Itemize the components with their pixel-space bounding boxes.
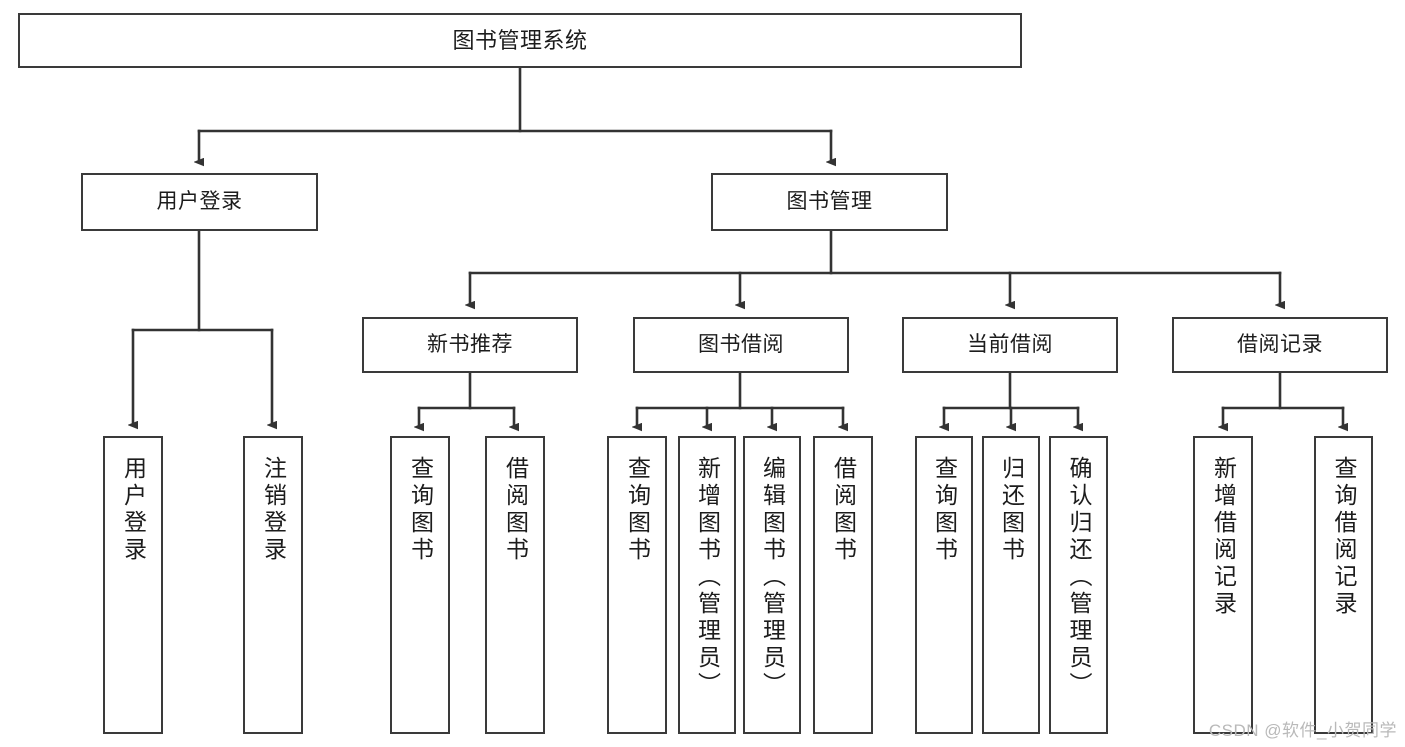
node-book-manage[interactable]: 图书管理 <box>711 173 948 231</box>
node-label: 图书借阅 <box>698 332 784 356</box>
node-new-book-rec[interactable]: 新书推荐 <box>362 317 578 373</box>
leaf-user-login[interactable]: 用户登录 <box>103 436 163 734</box>
leaf-borrow-book-recommend[interactable]: 借阅图书 <box>485 436 545 734</box>
node-root-system[interactable]: 图书管理系统 <box>18 13 1022 68</box>
leaf-borrow-book-borrow[interactable]: 借阅图书 <box>813 436 873 734</box>
node-label: 查询图书 <box>407 456 434 564</box>
leaf-query-book-current[interactable]: 查询图书 <box>915 436 973 734</box>
node-label: 借阅图书 <box>830 456 857 564</box>
node-label: 查询借阅记录 <box>1331 456 1357 618</box>
node-label: 借阅记录 <box>1237 332 1323 356</box>
leaf-logout[interactable]: 注销登录 <box>243 436 303 734</box>
leaf-add-book-admin[interactable]: 新增图书（管理员） <box>678 436 736 734</box>
node-borrow-record[interactable]: 借阅记录 <box>1172 317 1388 373</box>
csdn-watermark: CSDN @软件_小贺同学 <box>1208 721 1397 740</box>
node-book-borrow[interactable]: 图书借阅 <box>633 317 849 373</box>
node-label: 归还图书 <box>998 456 1025 564</box>
node-label: 确认归还（管理员） <box>1066 456 1092 699</box>
node-current-borrow[interactable]: 当前借阅 <box>902 317 1118 373</box>
leaf-query-borrow-record[interactable]: 查询借阅记录 <box>1314 436 1373 734</box>
leaf-return-book[interactable]: 归还图书 <box>982 436 1040 734</box>
leaf-query-book-borrow[interactable]: 查询图书 <box>607 436 667 734</box>
node-user-login[interactable]: 用户登录 <box>81 173 318 231</box>
leaf-edit-book-admin[interactable]: 编辑图书（管理员） <box>743 436 801 734</box>
node-label: 查询图书 <box>931 456 958 564</box>
node-label: 用户登录 <box>156 189 243 213</box>
leaf-confirm-return-admin[interactable]: 确认归还（管理员） <box>1049 436 1108 734</box>
node-label: 新增图书（管理员） <box>694 456 721 699</box>
leaf-add-borrow-record[interactable]: 新增借阅记录 <box>1193 436 1253 734</box>
node-label: 查询图书 <box>624 456 651 564</box>
node-label: 借阅图书 <box>502 456 529 564</box>
node-label: 图书管理系统 <box>452 27 588 53</box>
node-label: 注销登录 <box>260 456 287 564</box>
node-label: 新增借阅记录 <box>1210 456 1237 618</box>
node-label: 编辑图书（管理员） <box>759 456 786 699</box>
node-label: 当前借阅 <box>967 332 1053 356</box>
node-label: 新书推荐 <box>427 332 513 356</box>
node-label: 用户登录 <box>120 456 147 564</box>
node-label: 图书管理 <box>786 189 873 213</box>
leaf-query-book-recommend[interactable]: 查询图书 <box>390 436 450 734</box>
